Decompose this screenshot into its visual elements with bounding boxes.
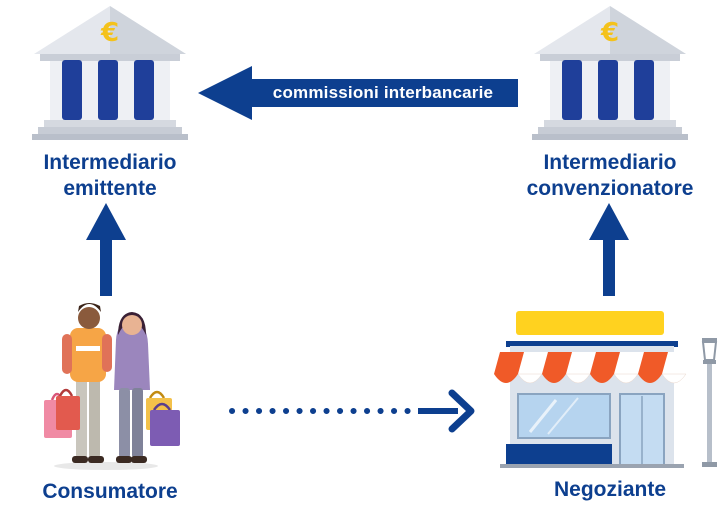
issuer-label-line1: Intermediario — [43, 151, 177, 174]
merchant-to-acquirer-arrow — [589, 203, 629, 296]
acquirer-label-line1: Intermediario — [543, 151, 677, 174]
issuer-bank-icon: € — [32, 6, 188, 140]
street-lamp-icon — [701, 338, 718, 467]
shopping-bag-violet-icon — [150, 402, 180, 446]
acquirer-label: Intermediario convenzionatore — [500, 150, 720, 202]
acquirer-euro-symbol: € — [600, 18, 619, 48]
consumers-illustration — [44, 303, 180, 470]
acquirer-bank-icon: € — [532, 6, 688, 140]
interbank-fees-label: commissioni interbancarie — [272, 83, 494, 102]
store-awning — [494, 352, 687, 384]
store-illustration — [494, 311, 718, 468]
merchant-label: Negoziante — [553, 478, 666, 501]
interbank-fees-arrow — [198, 66, 518, 120]
consumer-label: Consumatore — [42, 480, 178, 503]
issuer-euro-symbol: € — [100, 18, 119, 48]
issuer-label-line2: emittente — [63, 177, 157, 200]
store-sign — [516, 311, 664, 335]
consumer-to-merchant-dotted-arrow — [229, 389, 475, 433]
consumer-to-issuer-arrow — [86, 203, 126, 296]
issuer-label: Intermediario emittente — [10, 150, 210, 202]
shopping-bag-red-icon — [56, 388, 80, 430]
acquirer-label-line2: convenzionatore — [526, 177, 694, 200]
